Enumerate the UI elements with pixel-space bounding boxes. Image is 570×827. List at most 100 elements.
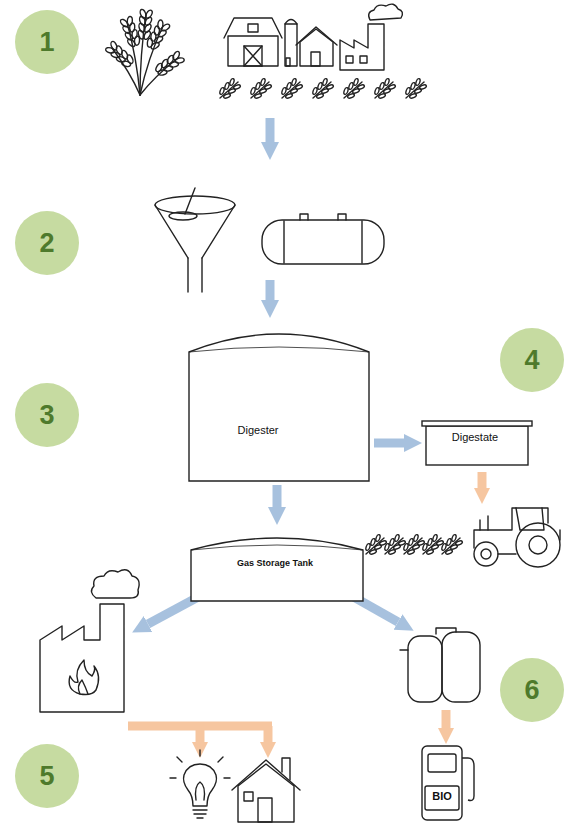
crop-row bbox=[405, 78, 427, 99]
upgrading-tanks bbox=[400, 628, 456, 650]
crop-row bbox=[423, 538, 441, 554]
wheat bbox=[170, 49, 187, 67]
wheat bbox=[143, 30, 152, 40]
light-bulb bbox=[193, 810, 207, 818]
barn bbox=[244, 46, 262, 66]
crop-row bbox=[220, 82, 238, 98]
energy-arrow bbox=[128, 726, 272, 742]
wheat bbox=[152, 61, 169, 79]
crop-row bbox=[316, 93, 324, 99]
crop-row bbox=[250, 87, 256, 95]
crop-row bbox=[285, 93, 293, 99]
hopper bbox=[185, 188, 195, 214]
digestate-box-outline bbox=[425, 420, 529, 466]
light-bulb bbox=[184, 764, 217, 806]
crop-row bbox=[286, 82, 292, 90]
crop-row bbox=[344, 82, 362, 98]
crop-row bbox=[348, 82, 354, 90]
crop-row bbox=[426, 549, 434, 555]
wheat bbox=[121, 60, 131, 67]
power-plant bbox=[78, 680, 88, 694]
fuel-arrow bbox=[442, 710, 451, 728]
wheat bbox=[126, 54, 134, 64]
fuel-pump: BIO bbox=[420, 744, 478, 822]
crop-row bbox=[415, 78, 421, 86]
callout-number: 1 bbox=[39, 27, 54, 58]
crop-row bbox=[353, 78, 359, 86]
wheat bbox=[158, 69, 168, 75]
crop-row bbox=[312, 78, 334, 99]
wheat bbox=[120, 53, 137, 71]
tractor bbox=[498, 530, 560, 554]
crop-row bbox=[419, 84, 427, 90]
crop-row bbox=[410, 82, 416, 90]
node-label: Digester bbox=[208, 424, 308, 436]
crop-row bbox=[403, 543, 409, 551]
wheat bbox=[103, 8, 186, 95]
barn bbox=[285, 20, 297, 25]
wheat bbox=[126, 34, 143, 49]
wheat bbox=[150, 41, 160, 50]
power-plant bbox=[69, 660, 98, 695]
tractor bbox=[474, 508, 548, 548]
tractor bbox=[480, 516, 488, 530]
wheat bbox=[169, 61, 179, 67]
crop-row bbox=[365, 534, 387, 555]
tractor bbox=[516, 508, 544, 530]
crop-row bbox=[254, 93, 262, 99]
crop-row bbox=[251, 82, 269, 98]
crop-row bbox=[384, 78, 390, 86]
crop-row bbox=[223, 93, 231, 99]
barn bbox=[244, 46, 262, 66]
shape-outline bbox=[189, 334, 369, 481]
house bbox=[238, 764, 294, 822]
tractor bbox=[529, 536, 547, 554]
flow-arrow bbox=[273, 485, 282, 507]
fuel-arrow bbox=[442, 710, 451, 728]
crop-row bbox=[409, 93, 417, 99]
tractor bbox=[474, 508, 560, 567]
factory bbox=[340, 24, 384, 70]
barn bbox=[248, 24, 258, 32]
crop-row bbox=[441, 543, 447, 551]
feed-tank bbox=[300, 214, 346, 220]
energy-arrow bbox=[264, 726, 273, 742]
shape-outline bbox=[462, 758, 474, 801]
callout-number: 4 bbox=[524, 345, 539, 376]
house bbox=[232, 758, 300, 822]
feed-tank bbox=[284, 221, 362, 263]
wheat bbox=[132, 29, 138, 38]
barn bbox=[224, 18, 282, 38]
flow-arrow bbox=[266, 118, 275, 142]
light-bulb bbox=[170, 750, 230, 778]
barn bbox=[285, 24, 297, 66]
crop-row bbox=[384, 543, 390, 551]
crop-row bbox=[451, 534, 457, 542]
crop-row bbox=[313, 82, 331, 98]
crop-row bbox=[365, 534, 463, 555]
crop-row bbox=[255, 82, 261, 90]
factory bbox=[340, 4, 402, 70]
feed-tank bbox=[262, 214, 384, 264]
crop-row bbox=[365, 543, 371, 551]
shape-outline bbox=[191, 538, 363, 601]
crop-row bbox=[295, 84, 303, 90]
crop-row bbox=[281, 87, 287, 95]
house bbox=[258, 798, 272, 822]
barn bbox=[224, 18, 297, 66]
hopper bbox=[155, 205, 235, 258]
callout-number: 2 bbox=[39, 228, 54, 259]
shape-outline bbox=[428, 754, 456, 772]
factory bbox=[369, 4, 403, 20]
wheat bbox=[144, 36, 162, 52]
wheat bbox=[109, 44, 126, 62]
digester-tank: Digester bbox=[188, 322, 370, 482]
barn bbox=[286, 58, 290, 66]
flow-arrow bbox=[266, 280, 275, 300]
light-bulb bbox=[170, 750, 230, 818]
crop-row bbox=[317, 82, 323, 90]
crop-row bbox=[405, 87, 411, 95]
crop-row bbox=[442, 538, 460, 554]
crop-row bbox=[445, 549, 453, 555]
crop-row bbox=[384, 534, 406, 555]
